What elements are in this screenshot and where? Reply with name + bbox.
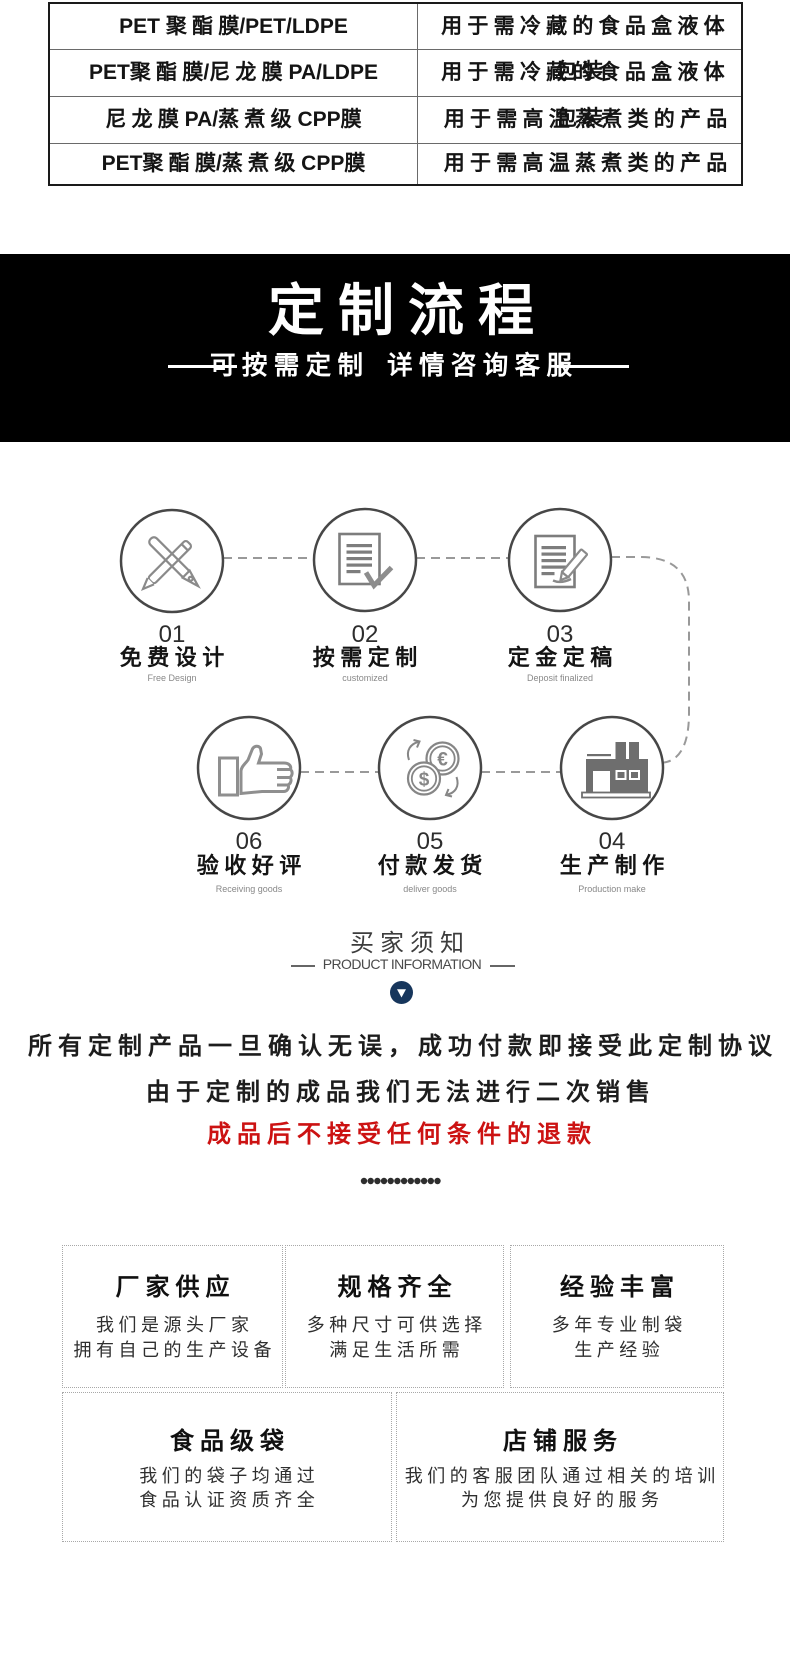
svg-text:$: $ — [419, 770, 430, 791]
svg-text:€: € — [437, 750, 448, 771]
